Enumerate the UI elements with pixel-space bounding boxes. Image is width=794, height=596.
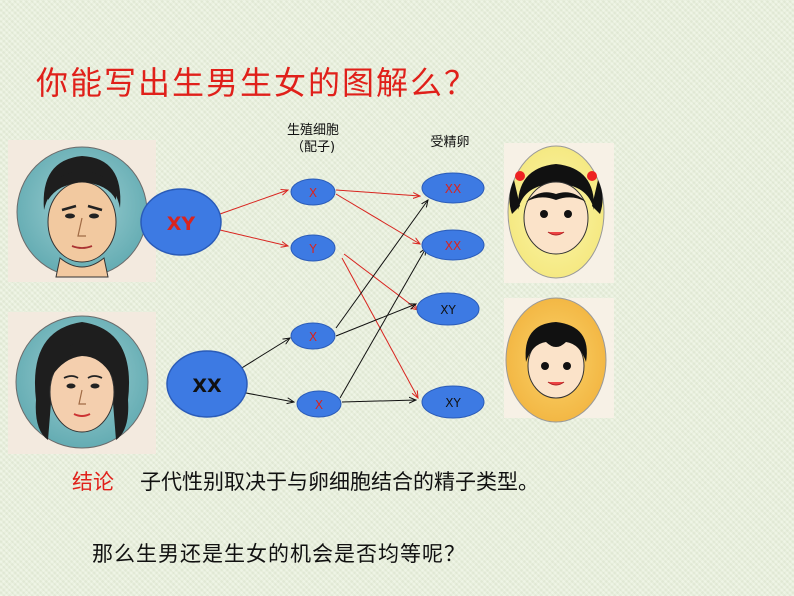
line-egg2-to-zygote2: [339, 248, 426, 399]
page-title: 你能写出生男生女的图解么？: [36, 64, 479, 102]
parent-oval-mother: XX: [166, 350, 248, 418]
father-genotype: XY: [167, 213, 196, 235]
father-connectors: [219, 190, 288, 246]
zygote-column-label: 受精卵: [430, 135, 470, 150]
gamete-label-1: X: [309, 186, 317, 200]
father-portrait: [8, 140, 156, 282]
mother-portrait: [8, 312, 156, 454]
conclusion-text: 子代性别取决于与卵细胞结合的精子类型。: [140, 470, 539, 494]
question-text: 那么生男还是生女的机会是否均等呢？: [92, 542, 466, 566]
gamete-oval-1: X: [290, 178, 336, 206]
conclusion-line: 结论 子代性别取决于与卵细胞结合的精子类型。: [72, 466, 539, 496]
parent-oval-father: XY: [140, 188, 222, 256]
arrow-father-to-y: [219, 229, 288, 246]
zygote-label-1: XX: [445, 182, 461, 196]
gamete-oval-2: Y: [290, 234, 336, 262]
zygote-oval-3: XY: [416, 292, 480, 326]
boy-portrait: [504, 297, 614, 423]
arrow-father-to-x: [219, 190, 288, 215]
gamete-label-2: Y: [308, 242, 317, 256]
line-spermy-to-zygote3: [343, 253, 418, 310]
gamete-oval-3: X: [290, 322, 336, 350]
gamete-label-4: X: [315, 398, 323, 412]
gamete-oval-4: X: [296, 390, 342, 418]
line-spermx-to-zygote1: [335, 189, 420, 196]
fertilization-connectors: [335, 189, 428, 402]
zygote-label-4: XY: [445, 396, 461, 410]
gamete-label-3: X: [309, 330, 317, 344]
gametes-column-label: 生殖细胞 （配子): [268, 122, 358, 156]
line-egg1-to-zygote3: [335, 304, 416, 337]
zygote-oval-1: XX: [421, 172, 485, 204]
zygote-oval-2: XX: [421, 229, 485, 261]
gametes-label-line2: （配子): [290, 140, 336, 155]
line-egg2-to-zygote4: [341, 400, 416, 402]
gametes-label-line1: 生殖细胞: [286, 123, 339, 138]
zygote-oval-4: XY: [421, 385, 485, 419]
line-spermx-to-zygote2: [335, 193, 420, 244]
zygote-label-2: XX: [445, 239, 461, 253]
girl-portrait: [504, 143, 614, 283]
line-egg1-to-zygote1: [335, 200, 428, 329]
mother-genotype: XX: [192, 375, 222, 397]
zygote-label-3: XY: [440, 303, 456, 317]
conclusion-label: 结论: [72, 470, 114, 494]
